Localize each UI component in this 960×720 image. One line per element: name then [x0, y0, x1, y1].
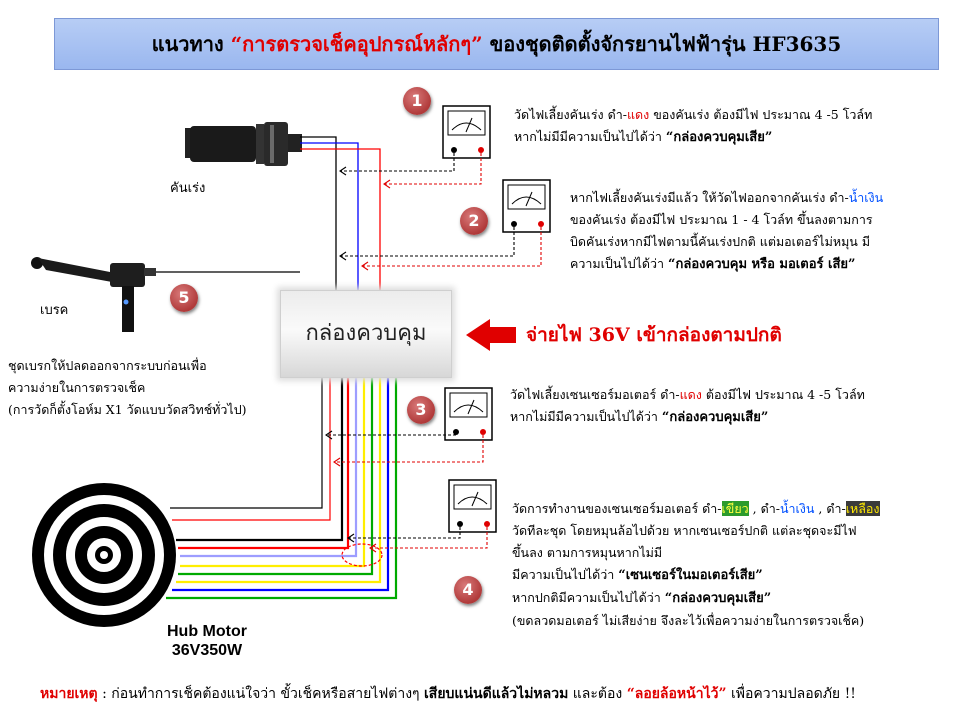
step-4-line5: หากปกติมีความเป็นไปได้ว่า “กล่องควบคุมเส…: [512, 590, 772, 606]
probe-leads: [326, 153, 542, 549]
step-2-line2: ของคันเร่ง ต้องมีไฟ ประมาณ 1 - 4 โวล์ท ข…: [570, 212, 873, 227]
step-5-text: ชุดเบรกให้ปลดออกจากระบบก่อนเพื่อ ความง่า…: [8, 355, 247, 421]
step-3-line2: หากไม่มีมีความเป็นไปได้ว่า “กล่องควบคุมเ…: [510, 409, 769, 425]
step-5-line1: ชุดเบรกให้ปลดออกจากระบบก่อนเพื่อ: [8, 358, 207, 373]
step-5-badge: 5: [170, 284, 198, 312]
throttle-wires: [300, 136, 381, 290]
controller-label: กล่องควบคุม: [305, 321, 427, 346]
step-4-line6: (ขดลวดมอเตอร์ ไม่เสียง่าย จึงละไว้เพื่อค…: [512, 613, 865, 628]
title-part2: ของชุดติดตั้งจักรยานไฟฟ้ารุ่น HF3635: [482, 32, 842, 56]
step-4-line2: วัดทีละชุด โดยหมุนล้อไปด้วย หากเซนเซอร์ป…: [512, 523, 857, 538]
step-3-text: วัดไฟเลี้ยงเซนเซอร์มอเตอร์ ดำ-แดง ต้องมี…: [510, 384, 865, 429]
page-title: แนวทาง “การตรวจเช็คอุปกรณ์หลักๆ” ของชุดต…: [55, 19, 938, 69]
supply-label: จ่ายไฟ 36V เข้ากล่องตามปกติ: [526, 324, 782, 346]
step-1-badge: 1: [403, 87, 431, 115]
step-2-badge: 2: [460, 207, 488, 235]
meter-2-icon: [502, 179, 551, 233]
step-4-text: วัดการทำงานของเซนเซอร์มอเตอร์ ดำ-เขียว ,…: [512, 498, 880, 632]
step-4-line3: ขึ้นลง ตามการหมุนหากไม่มี: [512, 545, 663, 560]
meter-4-icon: [448, 479, 497, 533]
power-arrow-icon: [466, 319, 516, 351]
step-2-line4: ความเป็นไปได้ว่า “กล่องควบคุม หรือ มอเตอ…: [570, 256, 856, 272]
step-5-line2: ความง่ายในการตรวจเช็ค: [8, 380, 146, 395]
meter-1-icon: [442, 105, 491, 159]
controller-box: กล่องควบคุม: [280, 290, 452, 378]
throttle-icon: [185, 122, 302, 166]
title-part1: แนวทาง: [151, 32, 231, 56]
title-banner: แนวทาง “การตรวจเช็คอุปกรณ์หลักๆ” ของชุดต…: [54, 18, 939, 70]
meter-3-icon: [444, 387, 493, 441]
title-highlight: “การตรวจเช็คอุปกรณ์หลักๆ”: [230, 32, 483, 56]
step-5-line3: (การวัดก็ตั้งโอห์ม X1 วัดแบบวัดสวิทช์ทั่…: [8, 402, 247, 417]
motor-wires: [166, 376, 398, 600]
step-1-line2: หากไม่มีมีความเป็นไปได้ว่า “กล่องควบคุมเ…: [514, 129, 773, 145]
step-4-line1: วัดการทำงานของเซนเซอร์มอเตอร์ ดำ-เขียว ,…: [512, 501, 880, 516]
sensor-wire-marker: [341, 543, 383, 567]
step-2-text: หากไฟเลี้ยงคันเร่งมีแล้ว ให้วัดไฟออกจากค…: [570, 187, 883, 276]
motor-name: Hub Motor: [167, 623, 247, 640]
motor-label: Hub Motor 36V350W: [152, 622, 262, 660]
step-3-badge: 3: [407, 396, 435, 424]
throttle-label: คันเร่ง: [170, 181, 206, 196]
step-2-line3: บิดคันเร่งหากมีไฟตามนี้คันเร่งปกติ แต่มอ…: [570, 234, 871, 249]
probe-arrowheads: [325, 166, 391, 553]
hub-motor-icon: [32, 483, 176, 627]
motor-spec: 36V350W: [171, 642, 243, 659]
brake-label: เบรค: [40, 303, 69, 318]
brake-lever-icon: [31, 257, 156, 332]
step-4-line4: มีความเป็นไปได้ว่า “เซนเซอร์ในมอเตอร์เสี…: [512, 567, 763, 583]
step-2-line1: หากไฟเลี้ยงคันเร่งมีแล้ว ให้วัดไฟออกจากค…: [570, 190, 884, 205]
step-3-line1: วัดไฟเลี้ยงเซนเซอร์มอเตอร์ ดำ-แดง ต้องมี…: [510, 387, 865, 402]
step-4-badge: 4: [454, 576, 482, 604]
step-1-line1: วัดไฟเลี้ยงคันเร่ง ดำ-แดง ของคันเร่ง ต้อ…: [514, 107, 873, 122]
step-1-text: วัดไฟเลี้ยงคันเร่ง ดำ-แดง ของคันเร่ง ต้อ…: [514, 104, 872, 149]
footer-note: หมายเหตุ : ก่อนทำการเช็คต้องแน่ใจว่า ขั้…: [40, 686, 856, 702]
note-label: หมายเหตุ: [40, 686, 98, 702]
